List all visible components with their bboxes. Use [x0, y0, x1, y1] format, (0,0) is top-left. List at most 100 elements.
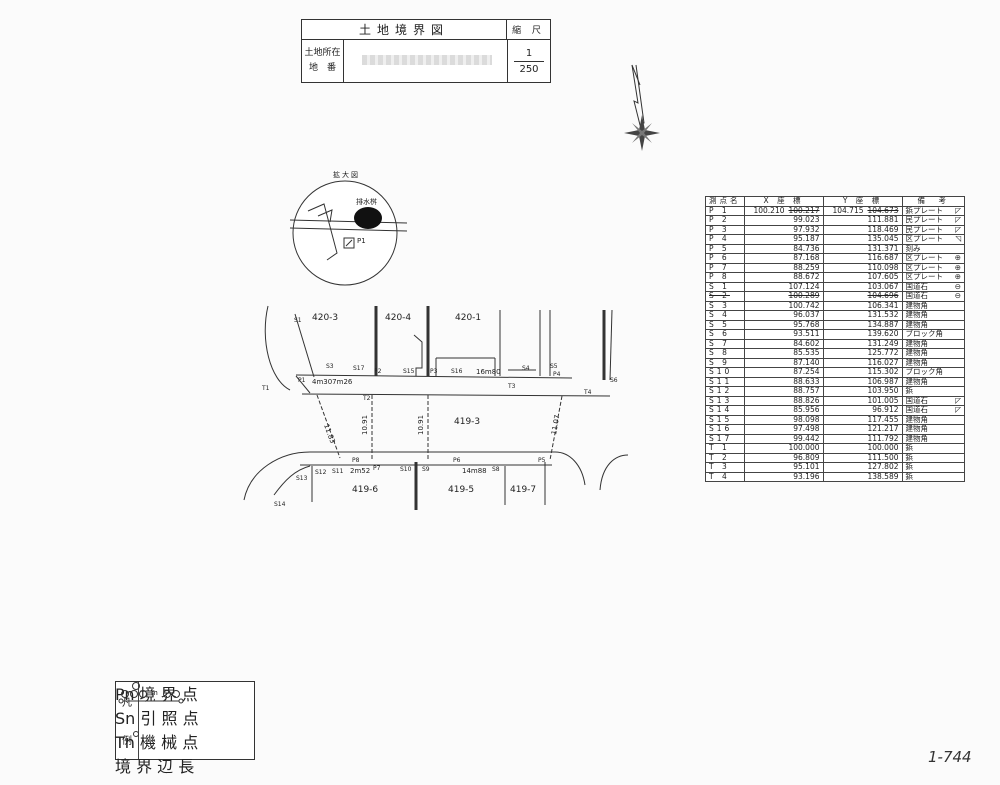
parcel-420-1: 420-1 [455, 313, 481, 323]
legend-rows: Pn 境 界 点 Sn 引 照 点 Tn 機 械 点 m 境 界 辺 長 [115, 681, 255, 776]
svg-text:S6: S6 [610, 377, 618, 384]
svg-text:S10: S10 [400, 466, 412, 473]
inset-title: 拡大図 [333, 171, 360, 179]
parcel-419-3: 419-3 [454, 417, 480, 427]
svg-text:T1: T1 [261, 385, 270, 392]
x-coordinate: 95.101 [743, 462, 824, 473]
y-coordinate: 115.302 [822, 367, 903, 378]
page-number: 1-744 [928, 748, 972, 766]
svg-text:P1: P1 [298, 377, 306, 384]
x-coordinate: 95.187 [743, 234, 824, 245]
marker-type-icon: ⊕ [954, 272, 961, 281]
svg-text:S4: S4 [522, 365, 530, 372]
svg-text:10.91: 10.91 [417, 415, 425, 435]
svg-text:16m80: 16m80 [476, 368, 501, 376]
marker-type-icon: ◸ [955, 405, 961, 414]
svg-text:S15: S15 [403, 368, 415, 375]
inset-label-p1: P1 [357, 237, 366, 245]
parcel-420-3: 420-3 [312, 313, 338, 323]
x-coordinate: 100.289 [743, 291, 824, 302]
y-coordinate: 100.000 [822, 443, 903, 454]
point-name: S12 [705, 386, 745, 397]
svg-text:P6: P6 [453, 457, 461, 464]
svg-text:10.91: 10.91 [361, 415, 369, 435]
x-old-value: 100.217 [788, 205, 820, 215]
circle-icon [132, 682, 140, 690]
svg-text:14m88: 14m88 [462, 467, 487, 475]
svg-text:S1: S1 [294, 317, 302, 324]
x-coordinate: 85.956 [743, 405, 824, 416]
y-coordinate: 96.912 [822, 405, 903, 416]
remark: 鋲 [901, 386, 965, 397]
marker-type-icon: ◹ [955, 234, 961, 243]
y-coordinate: 131.532 [822, 310, 903, 321]
svg-text:T4: T4 [583, 389, 592, 396]
legend-row-instrument-point: Tn 機 械 点 [115, 729, 232, 753]
redaction-blot [354, 207, 382, 229]
svg-text:S5: S5 [550, 363, 558, 370]
svg-text:S8: S8 [492, 466, 500, 473]
location-label-2: 地 番 [308, 63, 336, 73]
svg-text:2m52: 2m52 [350, 467, 370, 475]
y-coordinate: 104.696 [822, 291, 903, 302]
remark: 区プレート◹ [901, 234, 965, 245]
survey-plan: 420-3 420-4 420-1 419-3 419-6 419-5 419-… [243, 305, 629, 510]
remark: 建物角 [901, 424, 965, 435]
x-coordinate: 88.672 [743, 272, 824, 283]
svg-text:P4: P4 [553, 371, 561, 378]
scale-numerator: 1 [525, 47, 533, 59]
point-name: T 1 [705, 443, 745, 454]
x-coordinate: 96.037 [743, 310, 824, 321]
remark: 区プレート⊕ [901, 253, 965, 264]
point-name: S16 [705, 424, 745, 435]
remark: 民プレート◸ [901, 215, 965, 226]
north-arrow-icon [624, 64, 660, 151]
point-name: S 8 [705, 348, 745, 359]
remark: ブロック角 [901, 329, 965, 340]
scale-header: 縮 尺 [507, 20, 550, 40]
legend: 凡 例 [115, 681, 255, 760]
legend-row-reference-point: Sn 引 照 点 [115, 709, 199, 728]
y-coordinate: 138.589 [822, 471, 903, 482]
marker-type-icon: ◸ [955, 205, 961, 215]
marker-type-icon: ◸ [955, 224, 961, 234]
svg-text:S13: S13 [296, 475, 308, 482]
x-coordinate: 87.254 [743, 367, 824, 378]
remark: 鋲 [901, 443, 965, 454]
parcel-420-4: 420-4 [385, 313, 411, 323]
marker-type-icon: ⊖ [954, 281, 961, 291]
y-coordinate: 139.620 [822, 329, 903, 340]
x-coordinate: 99.023 [743, 215, 824, 226]
remark: 国道石◸ [901, 405, 965, 416]
parcel-419-5: 419-5 [448, 485, 474, 495]
point-name: T 3 [705, 462, 745, 473]
inset-enlargement [289, 180, 408, 286]
svg-text:P5: P5 [538, 457, 546, 464]
svg-text:P7: P7 [373, 465, 381, 472]
remark-2: プレート [913, 205, 943, 215]
legend-side-1: 凡 [122, 697, 132, 709]
header-x: X 座 標 [743, 196, 824, 207]
y-coordinate: 103.950 [822, 386, 903, 397]
svg-text:S16: S16 [451, 368, 463, 375]
point-name: S 6 [705, 329, 745, 340]
remark: 鋲 [901, 471, 965, 482]
remark: 鋲 [901, 462, 965, 473]
svg-text:P8: P8 [352, 457, 360, 464]
svg-text:P3: P3 [430, 368, 438, 375]
x-coordinate: 87.168 [743, 253, 824, 264]
point-name: P 2 [705, 215, 745, 226]
remark: 建物角 [901, 310, 965, 321]
remark: 区プレート⊕ [901, 272, 965, 283]
